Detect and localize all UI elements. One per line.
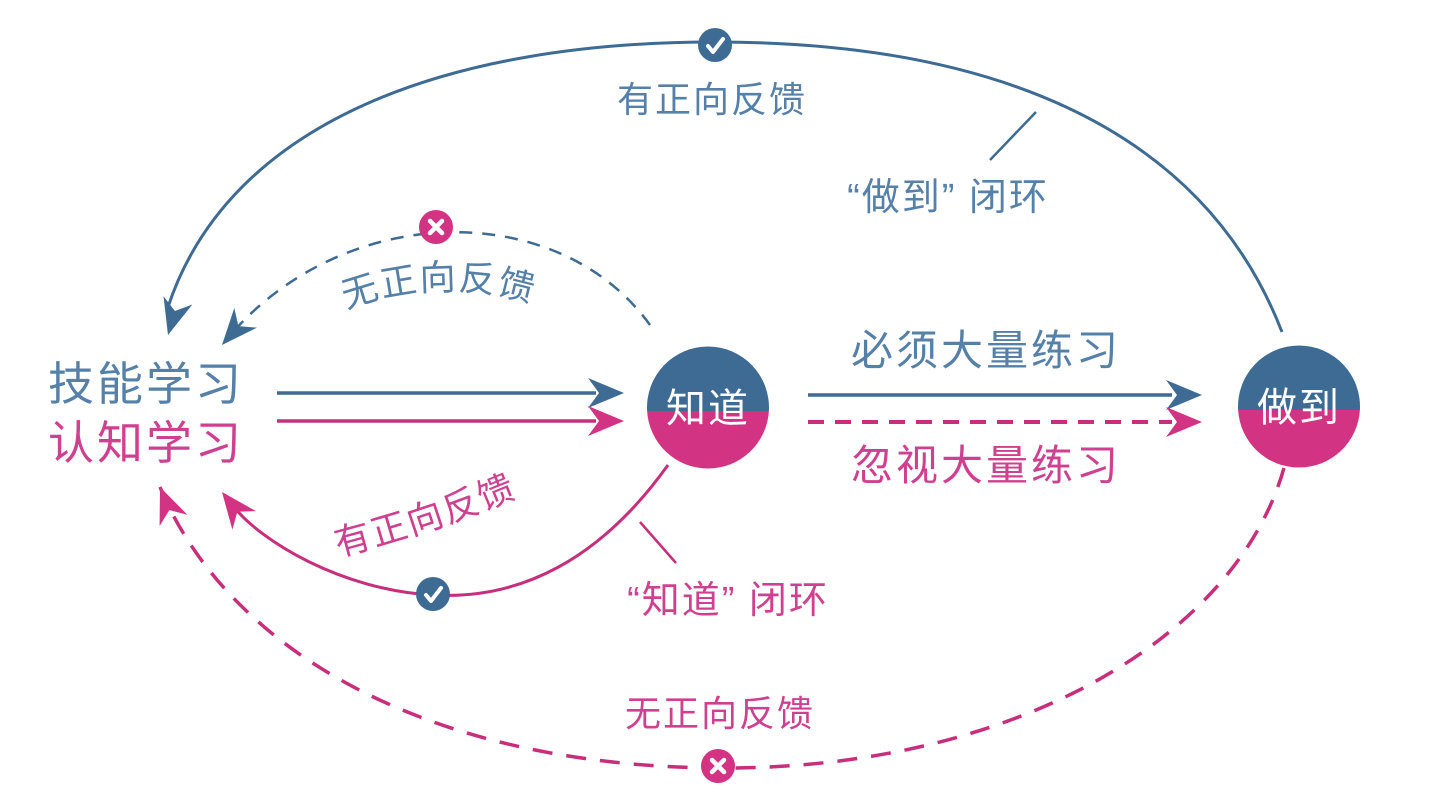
know-loop-caption-pointer <box>639 521 677 564</box>
do-to-cognitive-negative-label: 无正向反馈 <box>625 693 815 734</box>
know-loop-caption: “知道” 闭环 <box>627 580 829 622</box>
node-do-label: 做到 <box>1257 386 1341 430</box>
ignore-practice-label: 忽视大量练习 <box>851 442 1121 489</box>
node-know-top-half <box>647 346 769 411</box>
node-do-bottom-half <box>1238 410 1360 468</box>
check-icon <box>416 577 450 611</box>
do-loop-positive-label: 有正向反馈 <box>617 79 807 120</box>
node-know-bottom-half <box>647 411 769 469</box>
cross-icon <box>701 749 735 783</box>
node-know-label: 知道 <box>666 387 750 431</box>
node-do-top-half <box>1238 345 1360 410</box>
skill-learning-label: 技能学习 <box>48 358 244 410</box>
node-know: 知道 <box>647 346 769 469</box>
do-to-cognitive-arrowhead-icon <box>146 481 188 526</box>
know-loop-positive-label: 有正向反馈 <box>330 466 522 565</box>
check-icon <box>698 28 732 62</box>
cognitive-learning-label: 认知学习 <box>48 417 244 469</box>
must-practice-label: 必须大量练习 <box>851 327 1121 374</box>
do-loop-caption-pointer <box>989 111 1037 161</box>
node-do: 做到 <box>1238 345 1360 468</box>
know-to-skill-negative-label: 无正向反馈 <box>336 257 541 317</box>
know-to-skill-arrowhead-icon <box>210 307 257 355</box>
cross-icon <box>419 210 453 244</box>
do-loop-arrowhead-icon <box>153 296 193 340</box>
do-loop-caption: “做到” 闭环 <box>847 177 1049 219</box>
